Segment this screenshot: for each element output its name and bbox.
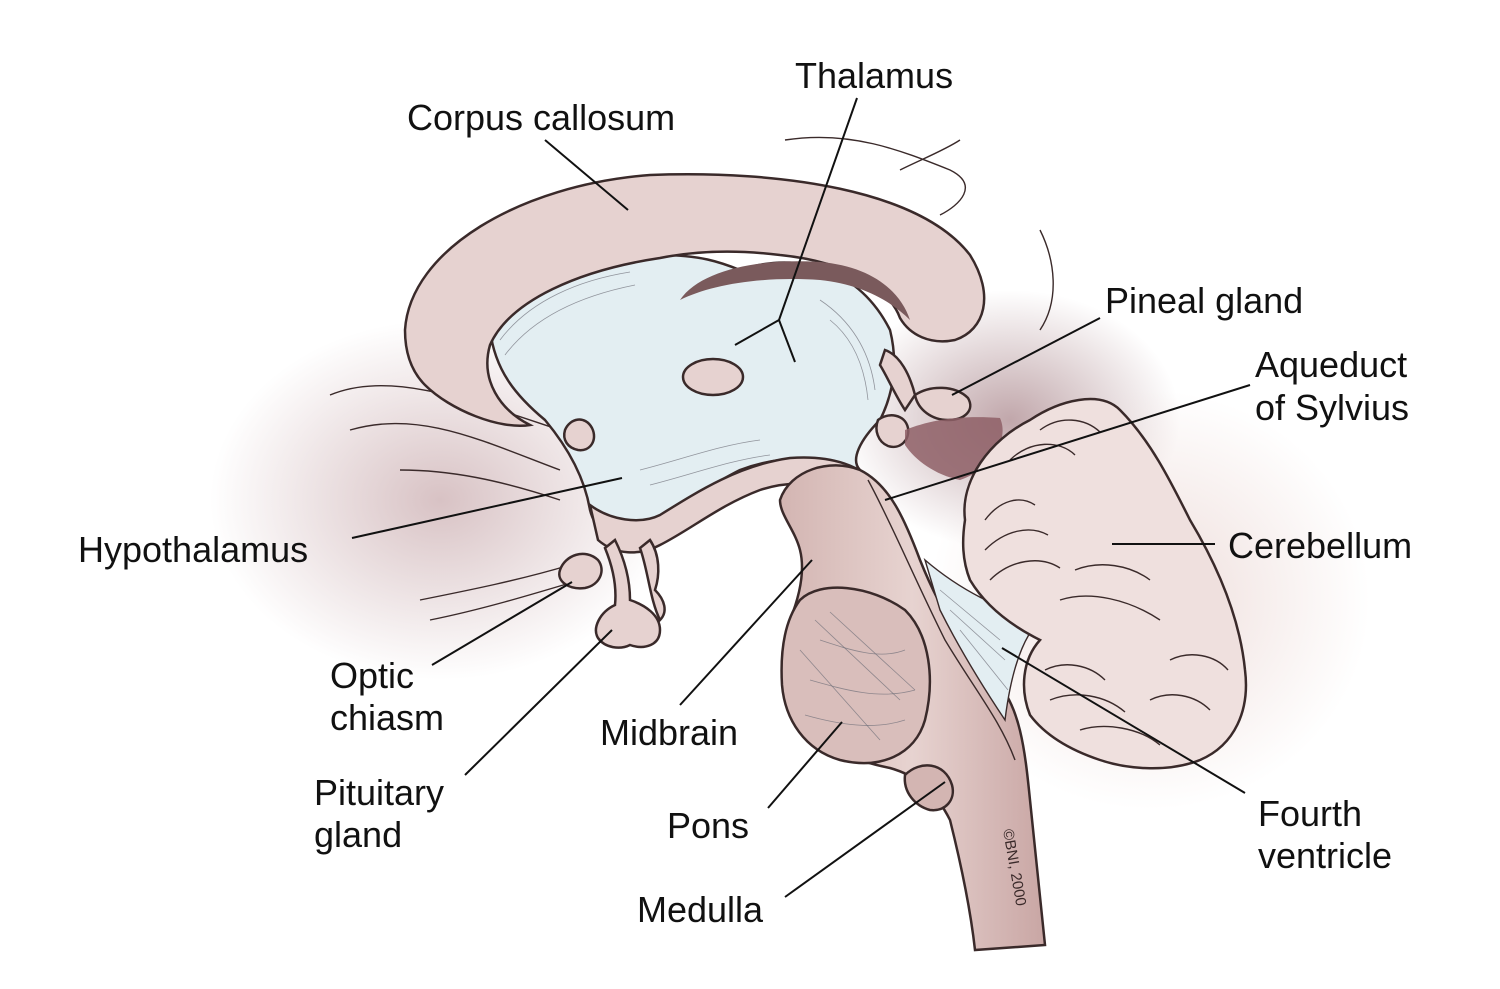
label-hypothalamus: Hypothalamus — [78, 529, 308, 570]
label-aqueduct-line1: Aqueduct — [1255, 344, 1407, 385]
pituitary-shape — [594, 538, 662, 649]
massa-intermedia — [681, 357, 745, 397]
aqueduct-channel — [867, 479, 1016, 761]
label-optic-line2: chiasm — [330, 697, 444, 738]
anterior-commissure — [563, 418, 596, 452]
pineal-stalk — [878, 348, 917, 413]
label-optic-line1: Optic — [330, 655, 414, 696]
label-thalamus: Thalamus — [795, 55, 953, 96]
leader-thalamus-left — [734, 319, 780, 346]
label-fourth-line1: Fourth — [1258, 793, 1362, 834]
leader-corpus-callosum — [544, 139, 629, 211]
fourth-ventricle-hatching — [939, 589, 1009, 691]
leader-thalamus-right — [778, 319, 796, 363]
pons-texture — [799, 611, 916, 741]
leader-pineal — [951, 317, 1101, 396]
optic-chiasm-shape — [558, 552, 603, 590]
label-pineal-gland: Pineal gland — [1105, 280, 1303, 321]
ventricle-hatching — [499, 271, 876, 486]
leader-medulla — [784, 781, 946, 898]
label-fourth-line2: ventricle — [1258, 835, 1392, 876]
label-aqueduct-line2: of Sylvius — [1255, 387, 1409, 428]
leader-optic-chiasm — [431, 581, 573, 666]
label-medulla: Medulla — [637, 889, 764, 930]
leader-fourth-ventricle — [1001, 647, 1246, 794]
third-ventricle-region — [488, 253, 896, 536]
label-pituitary-line2: gland — [314, 814, 402, 855]
leader-pituitary — [464, 629, 613, 776]
leader-thalamus-stem — [778, 97, 858, 321]
olive-bump — [903, 764, 955, 812]
leader-hypothalamus — [351, 477, 623, 539]
leader-midbrain — [679, 559, 813, 706]
label-corpus-callosum: Corpus callosum — [407, 97, 675, 138]
leader-aqueduct — [884, 384, 1251, 501]
label-cerebellum: Cerebellum — [1228, 525, 1412, 566]
choroid-fringe — [680, 261, 910, 320]
infundibulum-lobe — [638, 538, 666, 623]
posterior-commissure — [875, 414, 910, 449]
label-pons: Pons — [667, 805, 749, 846]
leader-pons — [767, 721, 843, 809]
pons-shape — [780, 586, 932, 765]
label-pituitary-line1: Pituitary — [314, 772, 444, 813]
label-midbrain: Midbrain — [600, 712, 738, 753]
cerebellum-shape — [961, 397, 1248, 770]
pineal-gland-shape — [913, 386, 972, 422]
leader-lines — [351, 97, 1251, 898]
